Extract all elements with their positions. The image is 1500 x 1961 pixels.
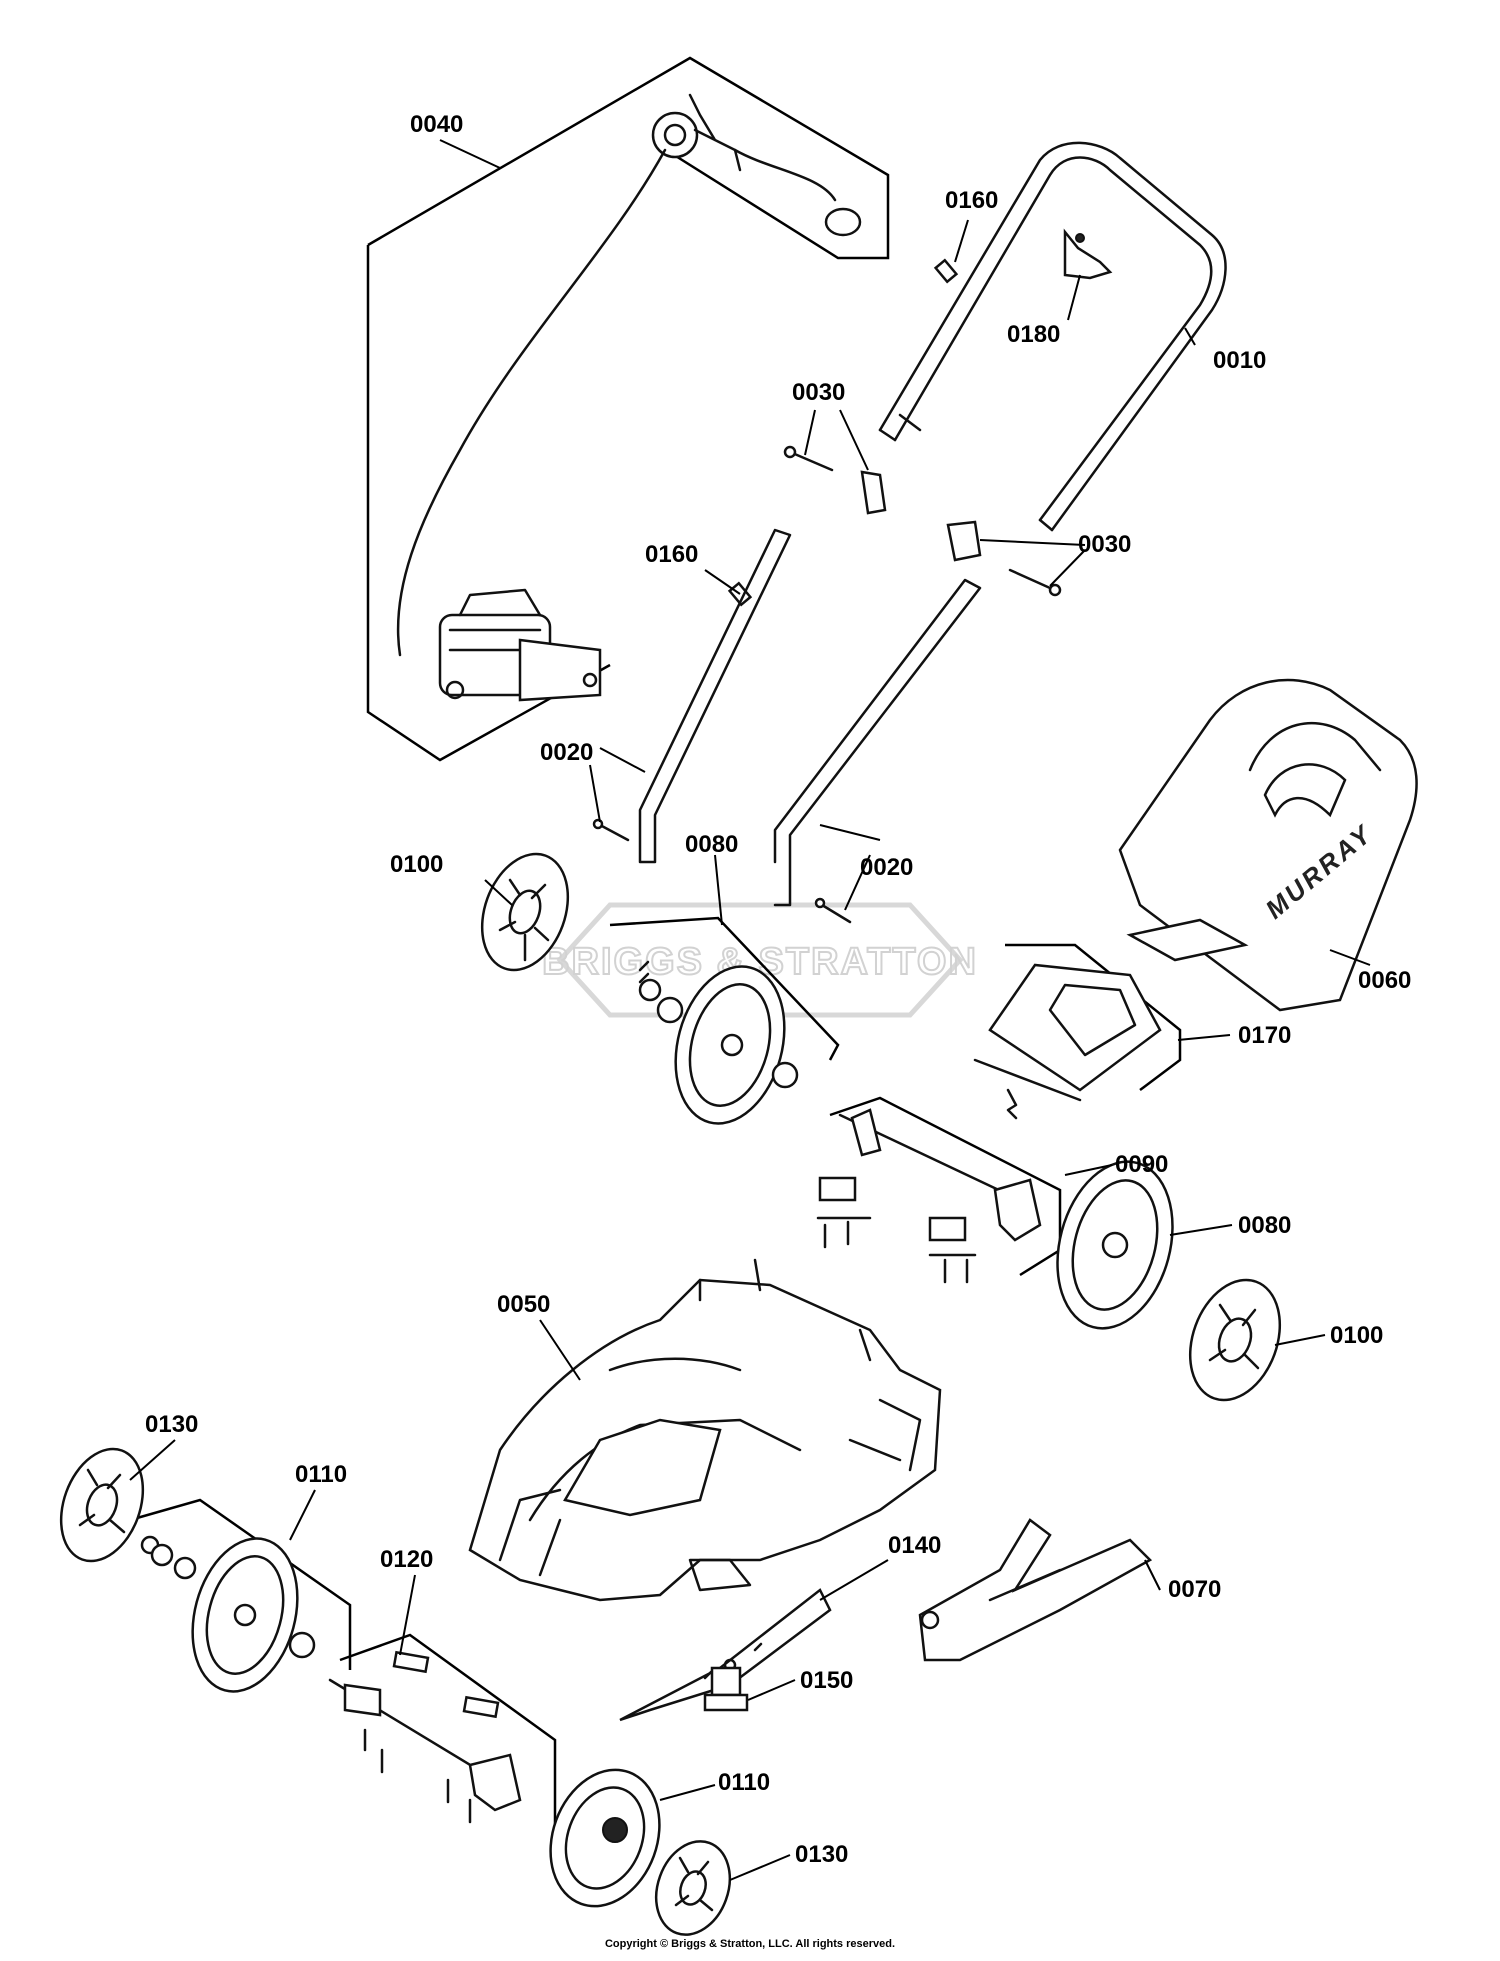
front-wheel-upper-part bbox=[140, 1535, 316, 1693]
callout-0180: 0180 bbox=[1007, 321, 1060, 348]
callout-0160-top: 0160 bbox=[945, 187, 998, 214]
callout-0100-left: 0100 bbox=[390, 851, 443, 878]
callout-0010: 0010 bbox=[1213, 347, 1266, 374]
callout-0100-right: 0100 bbox=[1330, 1322, 1383, 1349]
callout-0140: 0140 bbox=[888, 1532, 941, 1559]
leader-lines bbox=[129, 139, 1371, 1881]
callout-0080-right: 0080 bbox=[1238, 1212, 1291, 1239]
callout-0120: 0120 bbox=[380, 1546, 433, 1573]
group-outline-flap bbox=[1005, 943, 1182, 1091]
group-outline-motor bbox=[367, 56, 890, 260]
group-outline-rear-wheel bbox=[609, 916, 840, 1061]
grass-bag-part: MURRAY bbox=[1118, 678, 1418, 1012]
handle-clip-part bbox=[1063, 228, 1113, 280]
callout-0110-upper: 0110 bbox=[295, 1461, 347, 1488]
hubcap-front-lower-part bbox=[654, 1840, 732, 1936]
callout-0090: 0090 bbox=[1115, 1151, 1168, 1178]
callout-0130-lower: 0130 bbox=[795, 1841, 848, 1868]
rear-wheel-upper-part bbox=[638, 960, 799, 1125]
blade-bolt-part bbox=[703, 1666, 749, 1712]
callout-0020-right: 0020 bbox=[860, 854, 913, 881]
upper-handle-part bbox=[878, 141, 1227, 532]
rear-axle-part bbox=[816, 1108, 1042, 1284]
callout-0060: 0060 bbox=[1358, 967, 1411, 994]
callout-0070: 0070 bbox=[1168, 1576, 1221, 1603]
group-outline-rear-axle bbox=[829, 1096, 1062, 1277]
rear-wheel-right-part bbox=[1056, 1160, 1174, 1330]
mower-deck-part bbox=[468, 1258, 942, 1602]
callout-0040: 0040 bbox=[410, 111, 463, 138]
copyright-notice: Copyright © Briggs & Stratton, LLC. All … bbox=[604, 1938, 896, 1950]
blade-part bbox=[619, 1588, 832, 1722]
height-lever-part bbox=[918, 1518, 1153, 1662]
callout-0080-upper: 0080 bbox=[685, 831, 738, 858]
callout-0030-upper: 0030 bbox=[792, 379, 845, 406]
hubcap-left-part bbox=[480, 852, 570, 972]
callout-0020-left: 0020 bbox=[540, 739, 593, 766]
front-axle-part bbox=[328, 1650, 522, 1824]
hubcap-front-left-part bbox=[59, 1447, 145, 1563]
rear-flap-part bbox=[973, 963, 1162, 1120]
callout-0110-lower: 0110 bbox=[718, 1769, 770, 1796]
callout-0150: 0150 bbox=[800, 1667, 853, 1694]
lower-handle-part bbox=[592, 528, 982, 924]
group-outline-motor-left bbox=[366, 245, 611, 762]
callout-labels: 0040 0160 0180 0010 0030 0030 0160 0020 … bbox=[145, 111, 1411, 1868]
callout-0170: 0170 bbox=[1238, 1022, 1291, 1049]
callout-0050: 0050 bbox=[497, 1291, 550, 1318]
callout-0160-mid: 0160 bbox=[645, 541, 698, 568]
motor-assembly-part bbox=[396, 93, 862, 702]
callout-0130-left: 0130 bbox=[145, 1411, 198, 1438]
group-outline-front-axle bbox=[339, 1633, 557, 1860]
hubcap-right-part bbox=[1188, 1278, 1282, 1402]
handle-knob-bolt-part bbox=[783, 445, 1062, 597]
callout-0030-lower: 0030 bbox=[1078, 531, 1131, 558]
front-wheel-lower-part bbox=[549, 1768, 661, 1908]
